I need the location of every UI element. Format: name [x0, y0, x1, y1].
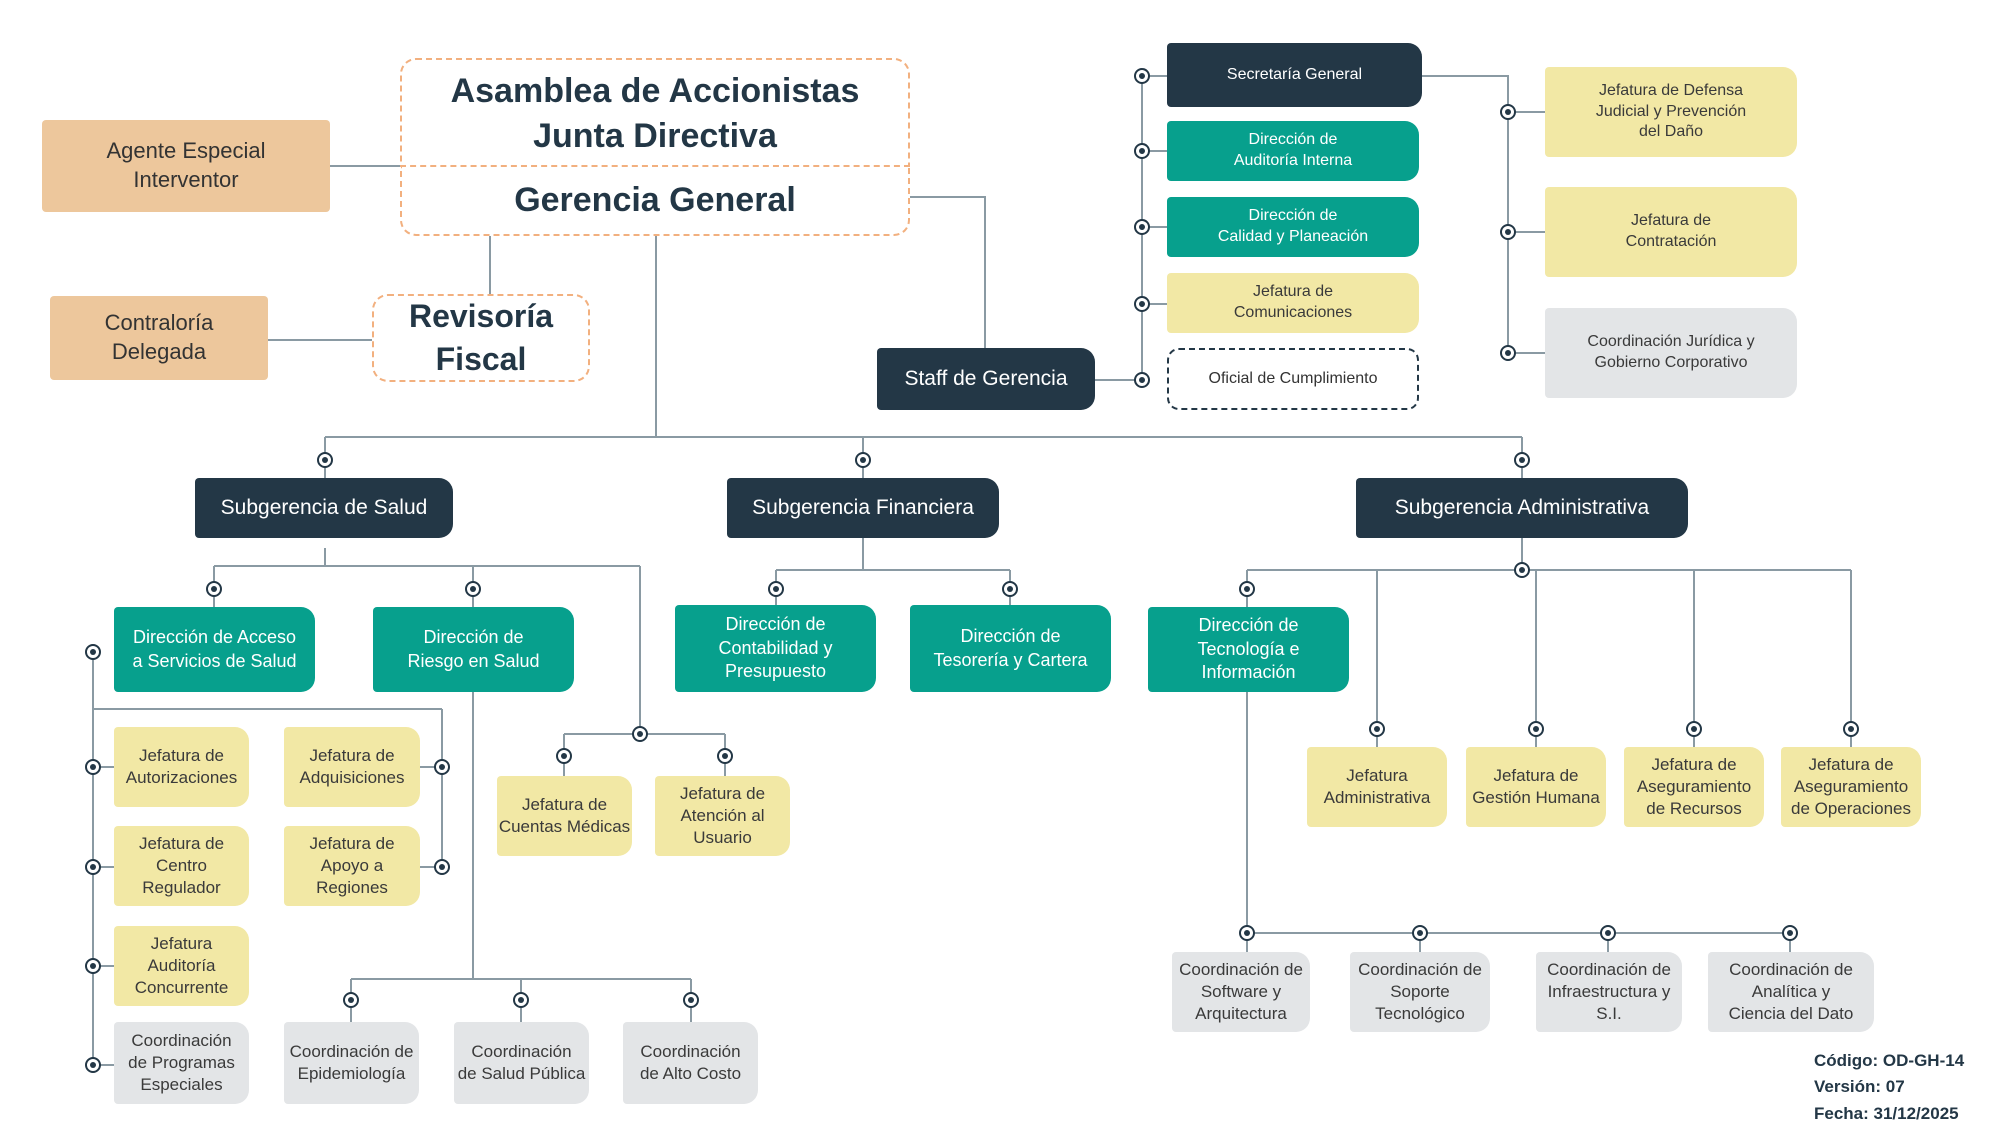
- agente-especial-box: Agente Especial Interventor: [42, 120, 330, 212]
- jefatura-gestion-humana-box: Jefatura de Gestión Humana: [1466, 747, 1606, 827]
- coordinacion-infraestructura-box: Coordinación de Infraestructura y S.I.: [1536, 952, 1682, 1032]
- jefatura-administrativa-box: Jefatura Administrativa: [1307, 747, 1447, 827]
- coordinacion-juridica-box: Coordinación Jurídica y Gobierno Corpora…: [1545, 308, 1797, 398]
- coordinacion-soporte-box: Coordinación de Soporte Tecnológico: [1350, 952, 1490, 1032]
- jefatura-centro-regulador-box: Jefatura de Centro Regulador: [114, 826, 249, 906]
- asamblea-title: Asamblea de Accionistas: [450, 72, 860, 111]
- footer-codigo: Código: OD-GH-14: [1814, 1051, 1965, 1070]
- gerencia-title: Gerencia General: [514, 181, 796, 220]
- document-footer: Código: OD-GH-14 Versión: 07 Fecha: 31/1…: [1814, 1048, 1964, 1127]
- direccion-tesoreria-box: Dirección de Tesorería y Cartera: [910, 605, 1111, 692]
- gerencia-general-box: Gerencia General: [400, 165, 910, 236]
- jefatura-apoyo-regiones-box: Jefatura de Apoyo a Regiones: [284, 826, 420, 906]
- coordinacion-salud-publica-box: Coordinación de Salud Pública: [454, 1022, 589, 1104]
- direccion-acceso-box: Dirección de Acceso a Servicios de Salud: [114, 607, 315, 692]
- jefatura-aseguramiento-recursos-box: Jefatura de Aseguramiento de Recursos: [1624, 747, 1764, 827]
- jefatura-defensa-box: Jefatura de Defensa Judicial y Prevenció…: [1545, 67, 1797, 157]
- subgerencia-salud-box: Subgerencia de Salud: [195, 478, 453, 538]
- jefatura-auditoria-concurrente-box: Jefatura Auditoría Concurrente: [114, 926, 249, 1006]
- jefatura-aseguramiento-operaciones-box: Jefatura de Aseguramiento de Operaciones: [1781, 747, 1921, 827]
- coordinacion-alto-costo-box: Coordinación de Alto Costo: [623, 1022, 758, 1104]
- secretaria-general-box: Secretaría General: [1167, 43, 1422, 107]
- coordinacion-software-box: Coordinación de Software y Arquitectura: [1172, 952, 1310, 1032]
- coordinacion-programas-box: Coordinación de Programas Especiales: [114, 1022, 249, 1104]
- comunicaciones-box: Jefatura de Comunicaciones: [1167, 273, 1419, 333]
- direccion-contabilidad-box: Dirección de Contabilidad y Presupuesto: [675, 605, 876, 692]
- jefatura-contratacion-box: Jefatura de Contratación: [1545, 187, 1797, 277]
- jefatura-adquisiciones-box: Jefatura de Adquisiciones: [284, 727, 420, 807]
- staff-gerencia-box: Staff de Gerencia: [877, 348, 1095, 410]
- jefatura-cuentas-medicas-box: Jefatura de Cuentas Médicas: [497, 776, 632, 856]
- asamblea-junta-box: Asamblea de Accionistas Junta Directiva: [400, 58, 910, 169]
- direccion-riesgo-box: Dirección de Riesgo en Salud: [373, 607, 574, 692]
- calidad-planeacion-box: Dirección de Calidad y Planeación: [1167, 197, 1419, 257]
- auditoria-interna-box: Dirección de Auditoría Interna: [1167, 121, 1419, 181]
- subgerencia-administrativa-box: Subgerencia Administrativa: [1356, 478, 1688, 538]
- jefatura-autorizaciones-box: Jefatura de Autorizaciones: [114, 727, 249, 807]
- subgerencia-financiera-box: Subgerencia Financiera: [727, 478, 999, 538]
- coordinacion-analitica-box: Coordinación de Analítica y Ciencia del …: [1708, 952, 1874, 1032]
- direccion-tecnologia-box: Dirección de Tecnología e Información: [1148, 607, 1349, 692]
- contraloria-box: Contraloría Delegada: [50, 296, 268, 380]
- jefatura-atencion-usuario-box: Jefatura de Atención al Usuario: [655, 776, 790, 856]
- footer-version: Versión: 07: [1814, 1077, 1905, 1097]
- coordinacion-epidemiologia-box: Coordinación de Epidemiología: [284, 1022, 419, 1104]
- revisoria-fiscal-box: Revisoría Fiscal: [372, 294, 590, 382]
- oficial-cumplimiento-box: Oficial de Cumplimiento: [1167, 348, 1419, 410]
- footer-fecha: Fecha: 31/12/2025: [1814, 1103, 1959, 1123]
- junta-title: Junta Directiva: [533, 116, 777, 155]
